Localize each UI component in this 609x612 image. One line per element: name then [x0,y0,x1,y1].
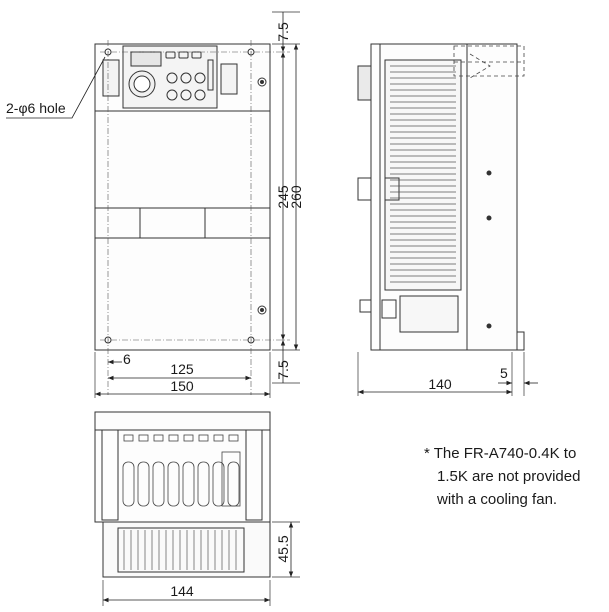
vertical-dimensions [280,12,299,383]
hole-centerlines [100,40,290,395]
dim-hole-spacing-h-label: 125 [170,361,194,377]
extension-lines [94,11,300,398]
horizontal-dimensions-front [95,359,270,397]
bottom-heatsink [102,521,271,578]
dim-hole-spacing-v-label: 245 [275,185,291,209]
grille-slots [390,65,456,283]
dim-bottom-width-label: 144 [170,583,194,599]
bottom-dimensions [103,522,294,603]
heatsink-fins [123,530,237,570]
bottom-outline [94,411,271,523]
bottom-extension-lines [102,521,300,606]
side-extension-lines [357,352,525,396]
dim-bottom-offset-label: 7.5 [275,360,291,380]
hole-callout-leader [6,56,106,119]
wiring-ports [122,434,241,507]
note-line-2: 1.5K are not provided [437,468,581,485]
cooling-fan-note: * The FR-A740-0.4K to 1.5K are not provi… [424,442,604,511]
hole-callout-label: 2-φ6 hole [6,100,66,116]
dim-side-offset-label: 5 [500,365,508,381]
side-dimensions [358,380,538,395]
dim-hole-inset-label: 6 [123,351,131,367]
front-view [94,43,271,351]
dim-top-offset-label: 7.5 [275,22,291,42]
cooling-fan-outline [453,45,525,79]
bottom-view [94,411,271,578]
dim-bottom-height-label: 45.5 [275,535,291,562]
operation-panel [122,45,218,109]
note-line-1: * The FR-A740-0.4K to [424,445,577,462]
dim-depth-label: 140 [428,376,452,392]
note-line-3: with a cooling fan. [437,491,558,508]
dim-height-label: 260 [288,185,304,209]
dim-width-label: 150 [170,378,194,394]
heatsink-grille [384,59,462,291]
